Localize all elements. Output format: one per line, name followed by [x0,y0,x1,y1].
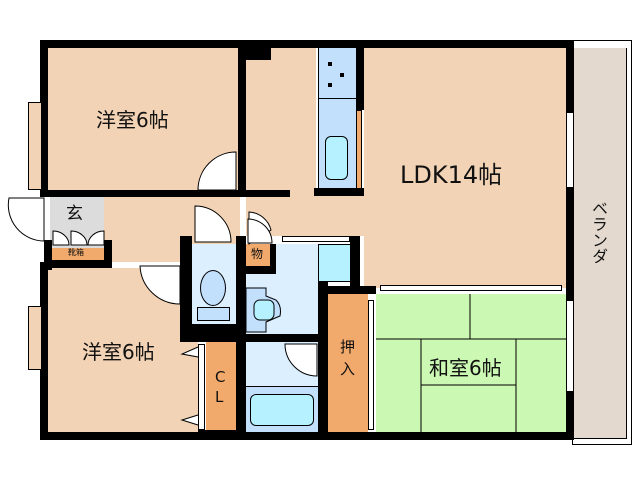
stove-burner-icon [328,62,332,66]
wall [104,240,112,268]
wall [40,40,48,190]
entrance-label: 玄 [66,204,83,224]
stove-burner-icon [340,73,344,77]
western-room-top-label: 洋室6帖 [96,108,169,132]
oshiire-label-2: 入 [340,360,356,378]
kitchen-divider [318,98,356,99]
japanese-room [376,294,566,432]
japanese-room-label: 和室6帖 [429,356,502,380]
wall [566,40,574,112]
oshiire [328,292,368,434]
washbasin-icon [245,287,281,333]
sink-icon [325,136,348,180]
wall [238,48,246,193]
washroom-sliding-door [282,236,350,242]
closet-door-arrows [180,346,199,426]
window-japanese-room [566,300,574,392]
stove-burner-icon [328,83,332,87]
door-bathroom[interactable] [283,342,319,378]
wall [246,48,271,60]
door-toilet[interactable] [193,204,233,244]
toilet-bowl-icon [200,270,226,306]
oshiire-label-1: 押 [340,338,356,356]
wall [566,390,574,440]
toilet-tank-icon [197,307,230,321]
wall [198,430,246,436]
door-top-room[interactable] [196,150,238,192]
tatami-lines [376,294,566,432]
window-ldk [566,112,574,188]
window-bottom-room [28,306,42,370]
shoe-cabinet [51,248,105,260]
storage-small-block [246,244,270,266]
storage-small-label-2: 物 [251,247,264,261]
veranda-floor [574,48,627,439]
wall [40,190,290,197]
wall [350,236,360,292]
wall [180,236,192,332]
wall [40,40,572,48]
window-top-room [28,102,42,190]
door-storage-small[interactable] [246,217,274,245]
closet [206,342,238,434]
wall [328,286,376,294]
wall [314,188,364,196]
washing-machine-icon [318,244,352,282]
wall [48,260,112,268]
western-room-bottom-label: 洋室6帖 [82,340,155,364]
ldk-label: LDK14帖 [400,161,503,189]
japanese-room-sliding-door [380,285,562,291]
wall [44,240,52,270]
wall [40,262,48,440]
front-door[interactable] [7,196,48,246]
wall [40,432,574,440]
closet-label-c: C [215,368,226,386]
veranda-label: ベランダ [589,200,608,264]
door-bottom-room[interactable] [138,264,182,306]
wall [566,185,574,300]
wall [180,324,246,342]
closet-door-strip [198,344,205,430]
ldk-room [364,48,566,288]
wall [246,334,320,342]
corridor-upper [246,48,316,188]
shoe-cabinet-doors [52,230,105,246]
wall [270,244,276,274]
bathtub-icon [250,394,314,426]
wall [318,282,328,440]
oshiire-sliding-door [368,300,374,430]
shoe-cabinet-label: 靴箱 [68,248,84,257]
wall [236,236,246,436]
kitchen-cabinet-strip [356,110,362,190]
closet-label-l: L [215,388,224,406]
wall [246,266,270,274]
wall [356,48,364,110]
